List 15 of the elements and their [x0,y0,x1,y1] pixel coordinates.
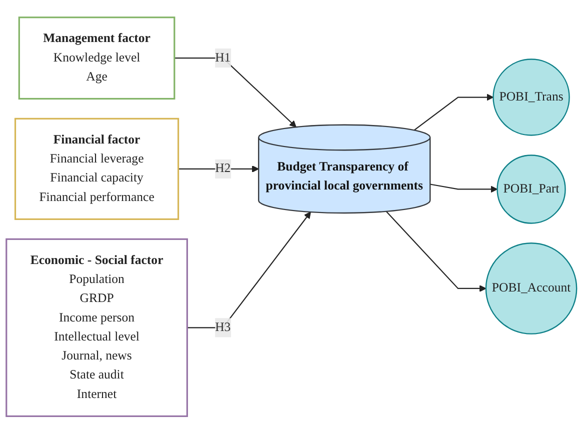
arrow [178,166,259,173]
node-circle: POBI_Trans [492,58,570,136]
node-box: Management factor Knowledge level Age [18,16,176,100]
arrow [414,94,494,131]
node-box: Financial factor Financial leverage Financial capacity Financial performance [14,118,180,220]
arrow [386,211,486,292]
arrow [430,184,498,193]
arrow [174,58,296,128]
edge-label: H3 [215,320,231,334]
node-circle: POBI_Account [485,242,578,335]
edge-label: H2 [215,162,231,176]
node-circle: POBI_Part [496,154,566,224]
arrow [187,212,311,328]
edge-label: H1 [215,51,231,65]
node-box: Economic - Social factor Population GRDP Income person Intellectual level Journal, news State audit Internet [6,238,188,418]
